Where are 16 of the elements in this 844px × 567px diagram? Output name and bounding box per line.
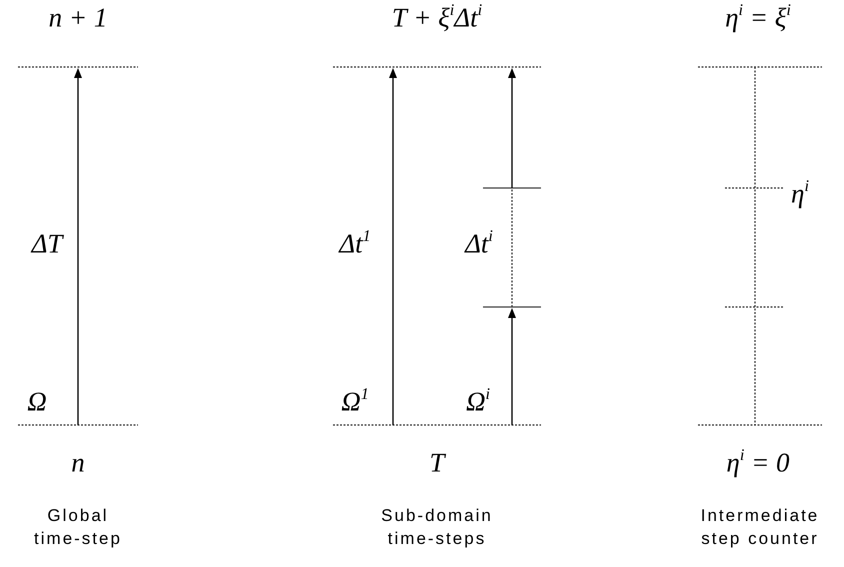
math-label: η$^{i}$ = 0 (726, 450, 790, 476)
panel-caption: Intermediate step counter (700, 505, 820, 550)
math-label: Δt$^{1}$ (339, 230, 371, 258)
panel-caption: Global time-step (33, 505, 123, 550)
math-label: T + ξ$^{i}$Δt$^{i}$ (392, 4, 482, 32)
math-label: η$^{i}$ (791, 180, 809, 208)
panel-caption: Sub-domain time-steps (380, 505, 494, 550)
math-label: Ω$^{i}$ (466, 388, 490, 416)
math-label: Δt$^{i}$ (465, 230, 493, 258)
math-label: T (429, 450, 445, 476)
math-label: η$^{i}$ = ξ$^{i}$ (725, 4, 791, 32)
math-label: Ω$^{1}$ (341, 388, 369, 416)
math-label: n + 1 (48, 4, 108, 32)
math-label: n (71, 450, 85, 476)
math-label: Ω (27, 388, 47, 416)
math-label: ΔT (32, 230, 62, 258)
